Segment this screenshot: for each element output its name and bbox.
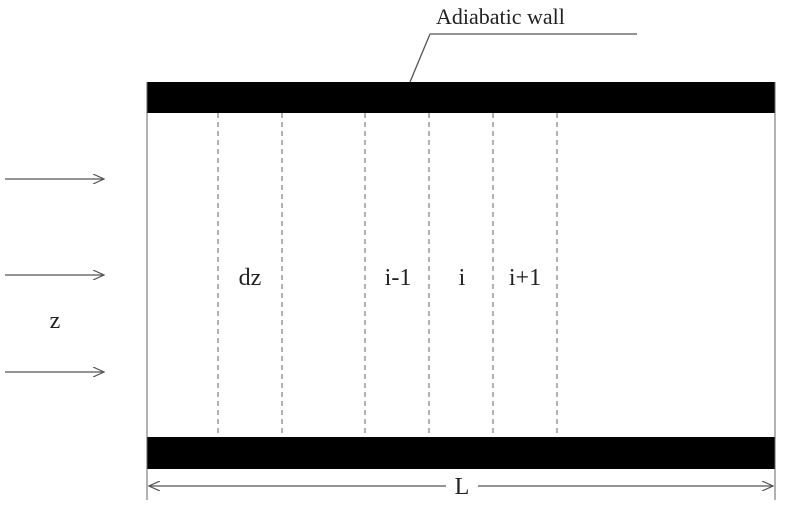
adiabatic-wall-label: Adiabatic wall (436, 4, 565, 29)
cell-label-i-plus-1: i+1 (509, 265, 541, 291)
cell-label-i: i (459, 265, 466, 291)
inlet-flow-arrows (5, 179, 104, 372)
length-label: L (455, 474, 470, 500)
cell-label-i-minus-1: i-1 (385, 265, 412, 291)
cell-boundaries (217, 113, 558, 437)
flow-direction-label: z (50, 308, 61, 334)
top-wall (147, 82, 775, 113)
dz-label: dz (239, 265, 262, 291)
bottom-wall (147, 437, 775, 469)
adiabatic-wall-leader-pointer (409, 33, 431, 83)
